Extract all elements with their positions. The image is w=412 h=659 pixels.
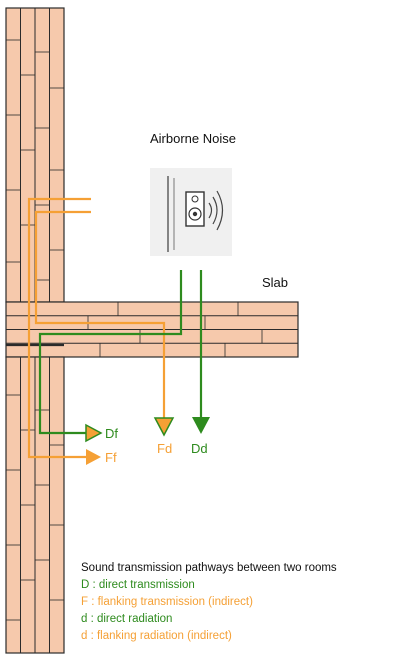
legend-item-flanking-transmission: F : flanking transmission (indirect)	[81, 596, 253, 608]
path-fd-line	[34, 210, 166, 420]
path-fd-arrowhead	[153, 417, 175, 437]
path-label-dd: Dd	[191, 441, 208, 456]
lower-wall	[5, 356, 65, 654]
path-label-df: Df	[105, 426, 118, 441]
floor-slab	[5, 301, 299, 358]
path-df-line	[38, 270, 183, 435]
path-ff-line	[27, 197, 91, 459]
path-ff-arrowhead	[86, 449, 101, 465]
legend-item-direct-radiation: d : direct radiation	[81, 613, 172, 625]
speaker-with-sound-waves-icon	[150, 168, 232, 256]
legend-item-flanking-radiation: d : flanking radiation (indirect)	[81, 630, 232, 642]
path-df-arrowhead	[85, 423, 103, 443]
legend-title: Sound transmission pathways between two …	[81, 562, 337, 574]
airborne-noise-label: Airborne Noise	[150, 131, 236, 146]
slab-label: Slab	[262, 275, 288, 290]
path-dd-arrowhead	[192, 417, 210, 434]
path-label-ff: Ff	[105, 450, 117, 465]
legend: Sound transmission pathways between two …	[81, 562, 337, 642]
legend-item-direct-transmission: D : direct transmission	[81, 579, 195, 591]
flanking-paths	[27, 197, 166, 459]
path-label-fd: Fd	[157, 441, 172, 456]
direct-paths	[38, 270, 203, 435]
